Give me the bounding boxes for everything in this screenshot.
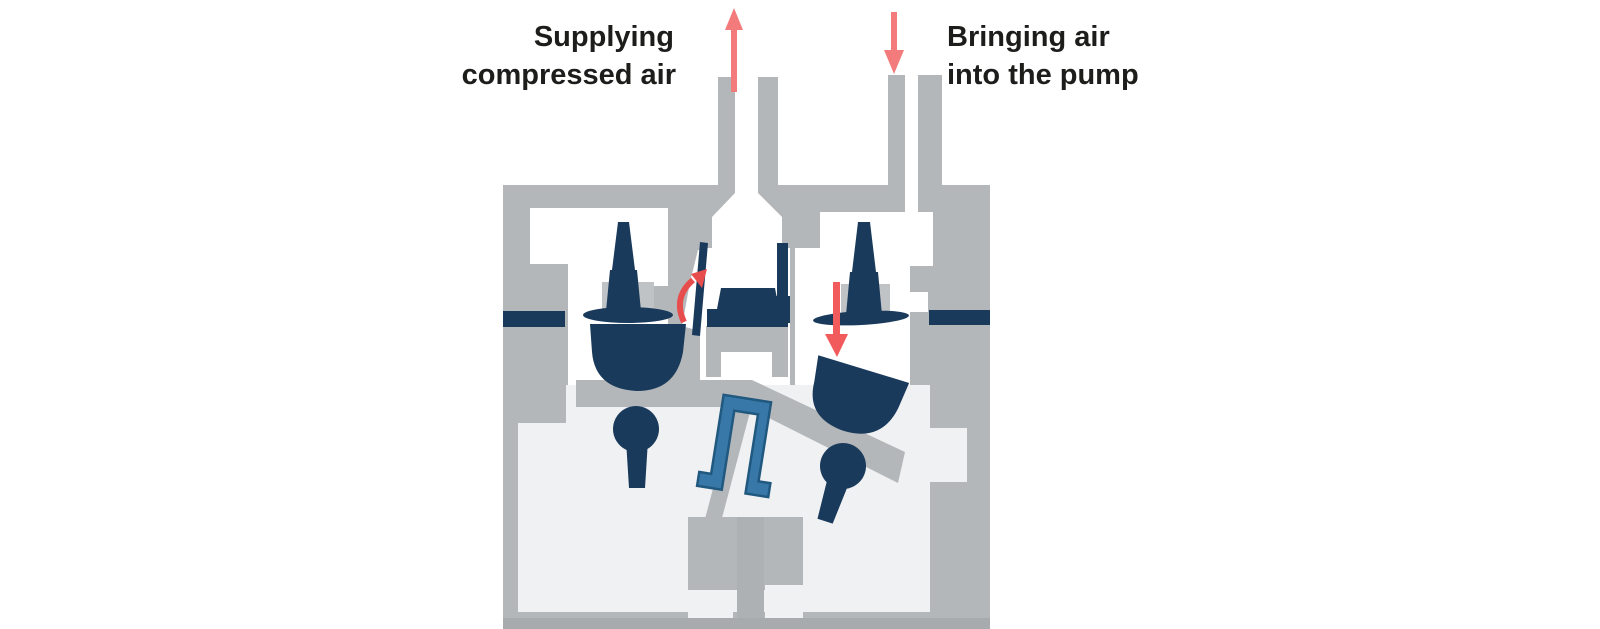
right-step-notch (902, 292, 928, 312)
right-valve-lower-stem (817, 475, 850, 524)
block-notch-left (688, 590, 733, 618)
down-arrow-head (884, 50, 904, 74)
left-valve-bowl (590, 324, 686, 391)
supply-label-line2: compressed air (462, 59, 676, 91)
pilot-pedestal (706, 326, 788, 352)
pilot-valve-body (707, 288, 788, 327)
chamber-arrow-shaft (833, 282, 840, 336)
diagram-labels: Supplying compressed air Bringing air in… (462, 21, 1139, 91)
left-seal-bar (503, 311, 565, 327)
bottom-edge-strip (503, 618, 990, 629)
chamber-arrow-head (825, 334, 848, 357)
up-arrow-head (725, 8, 743, 30)
curved-arrow-head (691, 269, 707, 288)
supply-channel (735, 77, 758, 195)
pilot-flap-left (692, 242, 708, 336)
spring-clip (695, 393, 773, 499)
left-poppet-valve (583, 222, 686, 488)
supply-funnel (712, 193, 782, 254)
pilot-flap-right (777, 243, 788, 300)
flow-arrows (676, 8, 904, 357)
internal-down-flow-arrow (825, 282, 848, 357)
pedestal-leg-right (772, 352, 788, 377)
left-valve-disc (583, 307, 673, 323)
curved-arrow-shaft (676, 277, 696, 324)
internal-curved-flow-arrow (676, 269, 707, 324)
left-upper-cavity (530, 208, 668, 266)
pedestal-leg-left (706, 352, 721, 377)
upward-flow-arrow (725, 8, 743, 92)
valve-parts (503, 222, 990, 524)
left-wall-step (530, 264, 568, 312)
right-valve-stem-base (846, 272, 882, 315)
supply-label-line1: Supplying (534, 21, 674, 53)
left-valve-stem-base (606, 270, 641, 311)
rocker-arm (576, 380, 905, 483)
right-valve-stem (852, 222, 876, 272)
block-notch-right (765, 585, 803, 618)
downward-flow-arrow (884, 12, 904, 74)
up-arrow-shaft (731, 26, 737, 92)
right-seal-bar (929, 310, 990, 325)
down-arrow-shaft (891, 12, 897, 54)
left-valve-lower-stem (626, 440, 648, 488)
right-valve-bowl (812, 355, 910, 434)
bottom-column (737, 517, 764, 629)
intake-label-line1: Bringing air (947, 21, 1110, 53)
intake-channel (905, 75, 918, 215)
intake-label-line2: into the pump (947, 59, 1139, 91)
left-valve-stem (612, 222, 635, 270)
